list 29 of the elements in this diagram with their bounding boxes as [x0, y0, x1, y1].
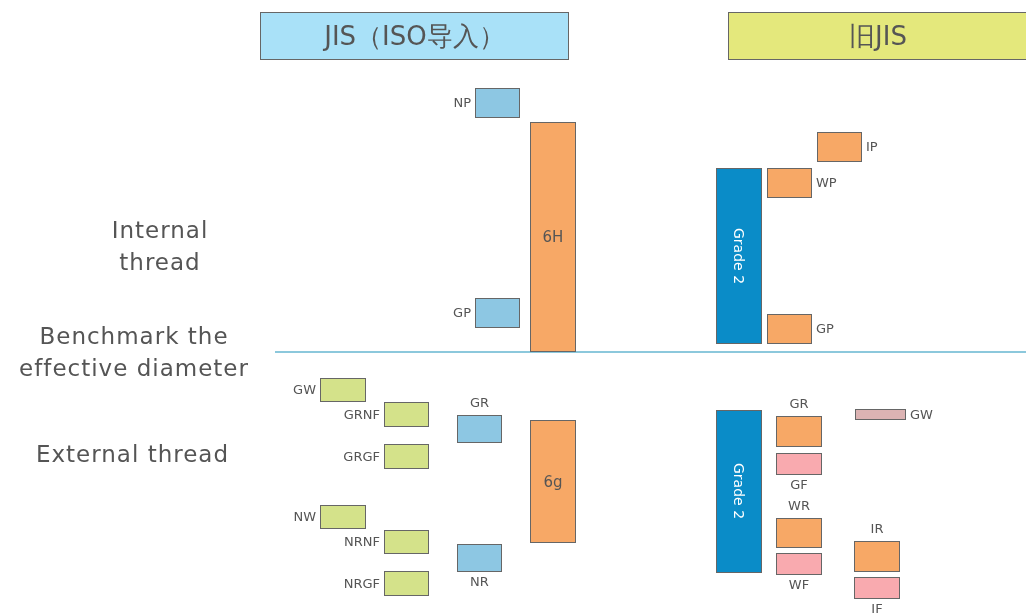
- section-label: Benchmark the effective diameter: [18, 322, 250, 383]
- box-label: WP: [816, 175, 837, 191]
- box-label: GP: [452, 305, 471, 321]
- box-label: NP: [452, 95, 471, 111]
- box-label: IF: [871, 601, 883, 614]
- box-label: NRGF: [342, 575, 380, 592]
- box-label: IR: [870, 521, 884, 537]
- box-label: GR: [469, 395, 490, 411]
- box-label: GW: [292, 382, 316, 398]
- box-label: NRNF: [343, 534, 380, 550]
- box-label: GRNF: [342, 406, 380, 423]
- box-label: WF: [788, 577, 810, 593]
- box-label: GF: [790, 477, 808, 493]
- header-box: 旧JIS: [728, 12, 1026, 60]
- header-box: JIS（ISO导入）: [260, 12, 569, 60]
- grade-bar: Grade 2: [716, 410, 762, 573]
- box-label: NW: [292, 509, 316, 525]
- tolerance-bar: 6H: [530, 122, 576, 352]
- section-label: External thread: [34, 440, 231, 469]
- grade-bar: Grade 2: [716, 168, 762, 344]
- tolerance-bar: 6g: [530, 420, 576, 543]
- section-label: Internal thread: [110, 216, 210, 277]
- box-label: GW: [910, 406, 933, 423]
- box-label: GRGF: [342, 448, 380, 465]
- box-label: GP: [816, 321, 834, 337]
- box-label: NR: [470, 574, 489, 590]
- box-label: IP: [866, 139, 878, 155]
- box-label: GR: [789, 396, 809, 412]
- box-label: WR: [788, 498, 810, 514]
